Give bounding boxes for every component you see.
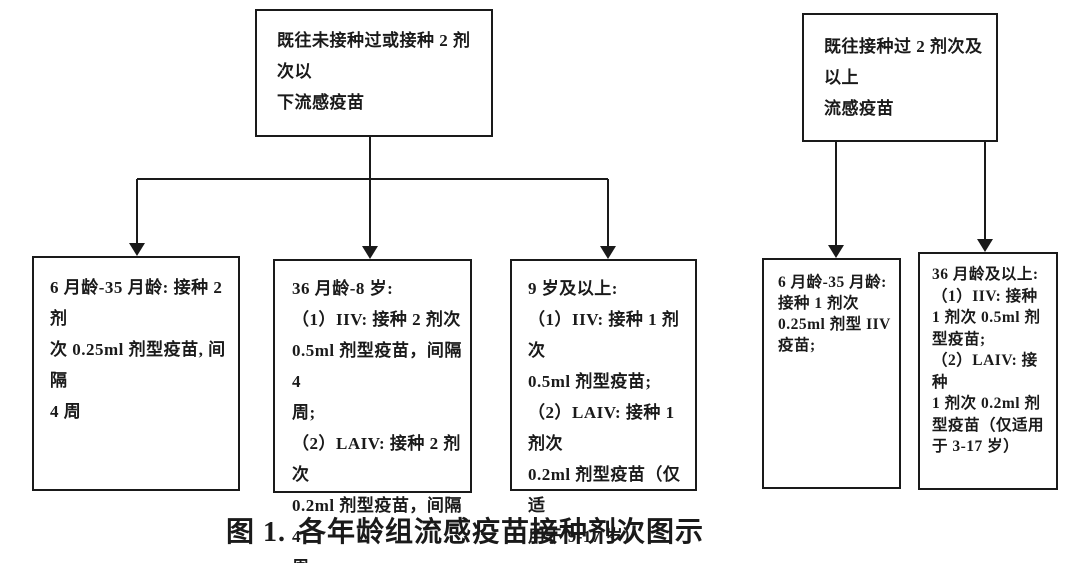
arrow-down-icon bbox=[828, 245, 844, 258]
flow-box-age-6-35-months-naive: 6 月龄-35 月龄: 接种 2 剂 次 0.25ml 剂型疫苗, 间隔 4 周 bbox=[32, 256, 240, 491]
flow-box-age-6-35-months-primed: 6 月龄-35 月龄: 接种 1 剂次 0.25ml 剂型 IIV 疫苗; bbox=[762, 258, 901, 489]
flow-box-age-36m-plus-primed: 36 月龄及以上: （1）IIV: 接种 1 剂次 0.5ml 剂 型疫苗; （… bbox=[918, 252, 1058, 490]
flow-box-no-prior-or-under-2-doses: 既往未接种过或接种 2 剂次以 下流感疫苗 bbox=[255, 9, 493, 137]
figure-caption: 图 1. 各年龄组流感疫苗接种剂次图示 bbox=[0, 510, 930, 550]
figure-title: 各年龄组流感疫苗接种剂次图示 bbox=[298, 517, 705, 548]
arrow-down-icon bbox=[600, 246, 616, 259]
flow-box-age-36m-8y-naive: 36 月龄-8 岁: （1）IIV: 接种 2 剂次 0.5ml 剂型疫苗，间隔… bbox=[273, 259, 472, 563]
arrow-down-icon bbox=[362, 246, 378, 259]
arrow-down-icon bbox=[977, 239, 993, 252]
flow-box-prior-2-or-more-doses: 既往接种过 2 剂次及以上 流感疫苗 bbox=[802, 13, 998, 142]
arrow-down-icon bbox=[129, 243, 145, 256]
flow-box-age-9y-plus-naive: 9 岁及以上: （1）IIV: 接种 1 剂次 0.5ml 剂型疫苗; （2）L… bbox=[510, 259, 697, 546]
figure-label: 图 1. bbox=[225, 517, 286, 548]
